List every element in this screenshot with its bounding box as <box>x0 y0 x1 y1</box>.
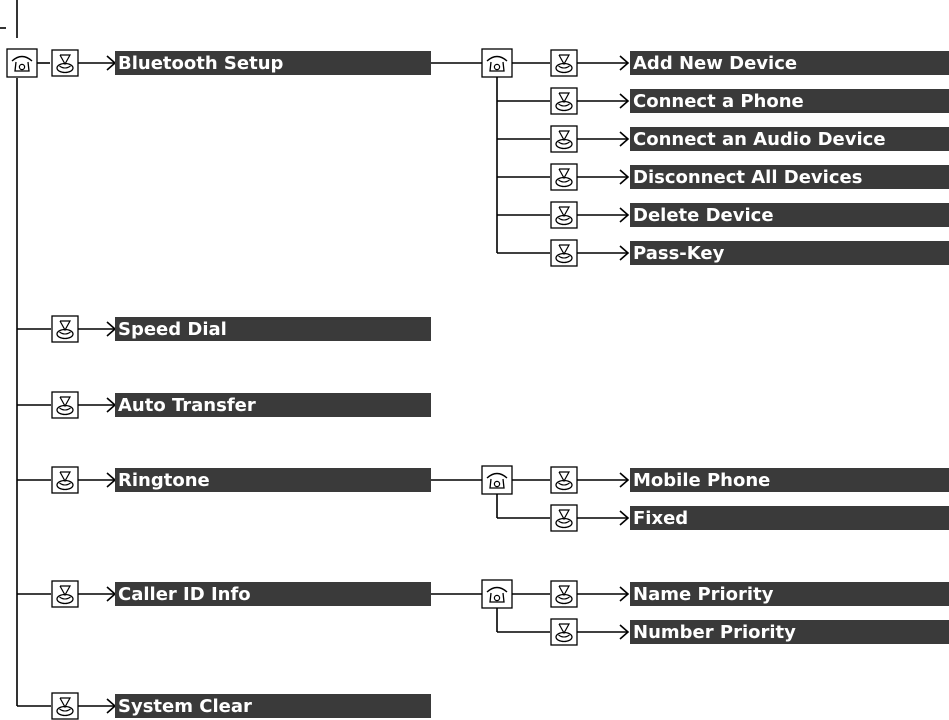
menu-label-background <box>630 51 949 75</box>
menu-label-background <box>630 165 949 189</box>
menu-label-text: System Clear <box>118 696 252 717</box>
menu-label-background <box>115 393 431 417</box>
selector-knob-icon <box>51 692 79 720</box>
selector-knob-icon <box>51 466 79 494</box>
menu-item-system-clear: System Clear <box>115 694 431 718</box>
menu-label-text: Name Priority <box>633 584 774 605</box>
arrow-connector <box>577 55 630 71</box>
menu-label-background <box>115 468 431 492</box>
selector-knob-icon <box>550 504 578 532</box>
submenu-item-connect-a-phone: Connect a Phone <box>630 89 949 113</box>
menu-label-background <box>630 468 949 492</box>
menu-label-background <box>630 127 949 151</box>
menu-label-text: Delete Device <box>633 205 774 226</box>
menu-label-background <box>115 317 431 341</box>
menu-item-bluetooth-setup: Bluetooth Setup <box>115 51 431 75</box>
phone-button-icon <box>481 579 513 609</box>
submenu-item-connect-an-audio-device: Connect an Audio Device <box>630 127 949 151</box>
selector-knob-icon <box>550 580 578 608</box>
menu-label-background <box>630 620 949 644</box>
arrow-connector <box>577 131 630 147</box>
menu-item-speed-dial: Speed Dial <box>115 317 431 341</box>
menu-label-background <box>630 89 949 113</box>
menu-label-background <box>630 203 949 227</box>
submenu-item-disconnect-all-devices: Disconnect All Devices <box>630 165 949 189</box>
menu-item-caller-id-info: Caller ID Info <box>115 582 431 606</box>
menu-label-background <box>115 582 431 606</box>
arrow-connector <box>577 472 630 488</box>
arrow-connector <box>577 245 630 261</box>
menu-label-background <box>115 51 431 75</box>
arrow-connector <box>577 93 630 109</box>
submenu-item-delete-device: Delete Device <box>630 203 949 227</box>
arrow-connector <box>577 169 630 185</box>
arrow-connector <box>78 698 117 714</box>
arrow-connector <box>577 624 630 640</box>
menu-label-text: Disconnect All Devices <box>633 167 862 188</box>
menu-label-text: Ringtone <box>118 470 210 491</box>
selector-knob-icon <box>51 315 79 343</box>
selector-knob-icon <box>550 87 578 115</box>
phone-button-icon <box>481 48 513 78</box>
menu-label-background <box>630 506 949 530</box>
menu-label-background <box>115 694 431 718</box>
phone-button-icon <box>6 48 38 78</box>
arrow-connector <box>78 321 117 337</box>
arrow-connector <box>577 510 630 526</box>
submenu-item-name-priority: Name Priority <box>630 582 949 606</box>
submenu-item-add-new-device: Add New Device <box>630 51 949 75</box>
submenu-item-mobile-phone: Mobile Phone <box>630 468 949 492</box>
arrow-connector <box>78 397 117 413</box>
arrow-connector <box>78 586 117 602</box>
menu-label-background <box>630 582 949 606</box>
menu-label-text: Connect an Audio Device <box>633 129 886 150</box>
submenu-item-pass-key: Pass-Key <box>630 241 949 265</box>
selector-knob-icon <box>51 49 79 77</box>
phone-button-icon <box>481 465 513 495</box>
menu-label-text: Add New Device <box>633 53 797 74</box>
menu-label-text: Fixed <box>633 508 688 529</box>
selector-knob-icon <box>550 49 578 77</box>
selector-knob-icon <box>550 618 578 646</box>
menu-label-text: Auto Transfer <box>118 395 256 416</box>
menu-label-text: Bluetooth Setup <box>118 53 284 74</box>
menu-label-text: Mobile Phone <box>633 470 770 491</box>
selector-knob-icon <box>550 125 578 153</box>
menu-label-text: Speed Dial <box>118 319 227 340</box>
arrow-connector <box>78 55 117 71</box>
menu-label-text: Pass-Key <box>633 243 725 264</box>
selector-knob-icon <box>51 391 79 419</box>
arrow-connector <box>577 586 630 602</box>
selector-knob-icon <box>550 239 578 267</box>
selector-knob-icon <box>51 580 79 608</box>
submenu-item-number-priority: Number Priority <box>630 620 949 644</box>
menu-label-text: Connect a Phone <box>633 91 804 112</box>
submenu-item-fixed: Fixed <box>630 506 949 530</box>
selector-knob-icon <box>550 201 578 229</box>
menu-label-background <box>630 241 949 265</box>
selector-knob-icon <box>550 163 578 191</box>
menu-label-text: Number Priority <box>633 622 796 643</box>
arrow-connector <box>577 207 630 223</box>
selector-knob-icon <box>550 466 578 494</box>
menu-item-auto-transfer: Auto Transfer <box>115 393 431 417</box>
arrow-connector <box>78 472 117 488</box>
menu-item-ringtone: Ringtone <box>115 468 431 492</box>
menu-label-text: Caller ID Info <box>118 584 251 605</box>
